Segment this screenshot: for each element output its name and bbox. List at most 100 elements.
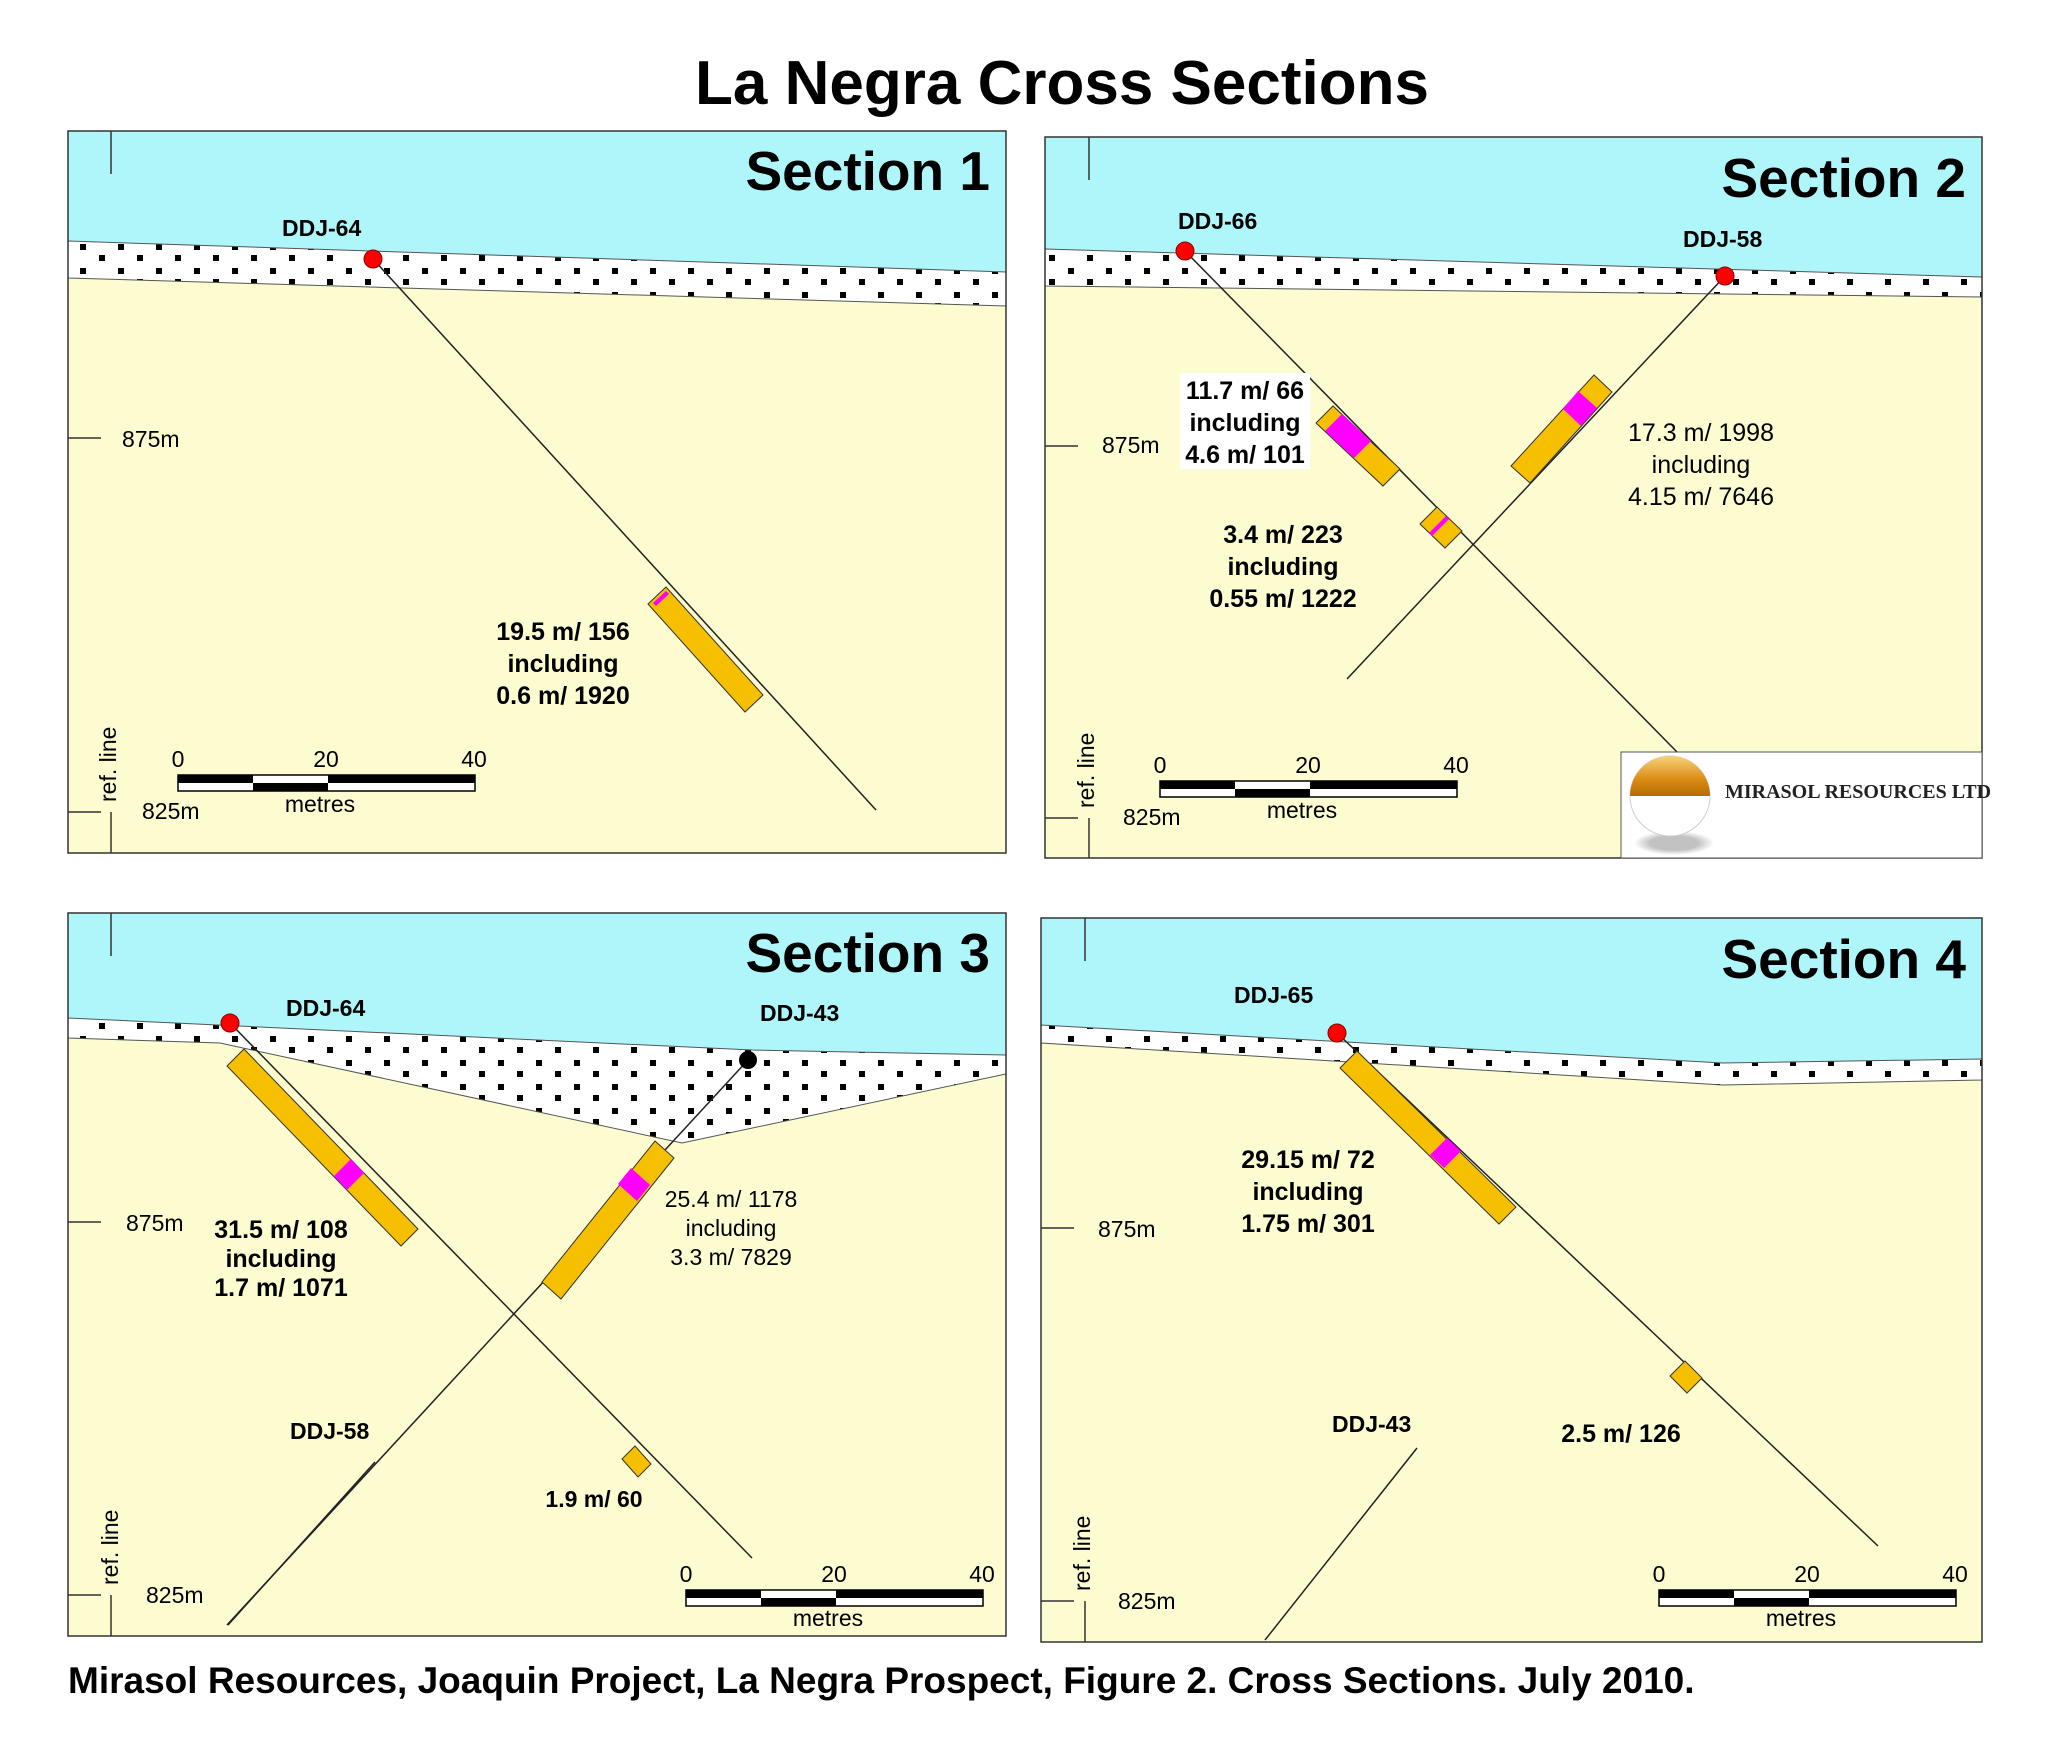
section-1-scale-20: 20 [313,746,339,772]
section-2-intercept-c-line1: 17.3 m/ 1998 [1628,419,1774,447]
section-1-panel: Section 1 DDJ-64 875m 825m ref. line 19.… [67,130,1007,854]
section-3-title: Section 3 [745,922,990,984]
section-2-scale-0: 0 [1154,752,1167,778]
section-4-scale-0: 0 [1653,1561,1666,1587]
section-1-elev-875-label: 875m [122,426,180,452]
section-2-hole-trace-ddj58 [1346,275,1726,680]
section-2-high-grade-interval-c [1563,391,1597,426]
section-3-scale-unit: metres [793,1605,863,1631]
section-4-air [1041,918,1982,1063]
section-2-intercept-b-line2: including [1227,553,1338,581]
section-4-elev-875-label: 875m [1098,1216,1156,1242]
section-1-ref-line-label: ref. line [95,727,121,802]
section-3-gravel-cover [67,1017,1007,1144]
section-4-collar-ddj65 [1327,1023,1347,1043]
section-1-title: Section 1 [745,140,990,202]
figure-caption: Mirasol Resources, Joaquin Project, La N… [68,1660,1695,1701]
section-4-high-grade-interval-a [1430,1138,1461,1168]
section-4-mineralized-interval-b [1669,1360,1703,1394]
section-2-hole-trace-ddj66 [1184,250,1678,753]
section-3-scale-40: 40 [969,1561,995,1587]
section-3-elev-825-label: 825m [146,1582,204,1608]
section-3-hole-trace-ddj64 [229,1022,753,1559]
section-3-hole-label-ddj43: DDJ-43 [760,1000,839,1026]
section-4-title: Section 4 [1721,928,1966,990]
logo-text: MIRASOL RESOURCES LTD [1725,781,1991,803]
section-3-frame [67,912,1007,1637]
section-4-ref-line-label: ref. line [1069,1516,1095,1591]
figure-title: La Negra Cross Sections [695,49,1429,118]
section-3-hole-label-ddj64: DDJ-64 [286,995,365,1021]
section-2-collar-ddj58 [1715,266,1735,286]
section-3-collar-ddj64 [220,1013,240,1033]
section-4-intercept-a-line2: including [1252,1178,1363,1206]
section-4-frame [1040,917,1983,1643]
section-2-intercept-a-line3: 4.6 m/ 101 [1185,441,1305,469]
section-2-intercept-label-b: 3.4 m/ 223 including 0.55 m/ 1222 [1209,521,1356,613]
section-2-mineralized-interval-b [1419,506,1463,549]
section-4-hole-trace-ddj43 [1264,1447,1418,1641]
section-4-intercept-label-b: 2.5 m/ 126 [1561,1420,1681,1448]
section-1-scale-unit: metres [285,791,355,817]
section-2-high-grade-interval-a [1325,414,1371,458]
section-2-intercept-c-line3: 4.15 m/ 7646 [1628,483,1774,511]
logo-shadow [1634,831,1714,855]
section-1-high-grade-interval [653,591,669,606]
section-4-scale-20: 20 [1794,1561,1820,1587]
section-4-scale-bar: 0 20 40 metres [1653,1561,1968,1631]
section-2-panel: Section 2 DDJ-66 DDJ-58 875m 825m ref. l… [1044,136,1991,859]
section-4-elev-825-label: 825m [1118,1588,1176,1614]
section-1-scale-0: 0 [172,746,185,772]
section-1-intercept-line1: 19.5 m/ 156 [496,618,629,646]
section-3-intercept-b-line1: 25.4 m/ 1178 [665,1186,798,1212]
section-2-intercept-label-a: 11.7 m/ 66 including 4.6 m/ 101 [1180,373,1310,469]
section-1-intercept-line3: 0.6 m/ 1920 [496,682,629,710]
section-4-scale-40: 40 [1942,1561,1968,1587]
section-3-intercept-a-line1: 31.5 m/ 108 [214,1216,348,1244]
section-2-intercept-a-line2: including [1189,409,1300,437]
section-3-intercept-b-line3: 3.3 m/ 7829 [670,1244,791,1270]
section-3-intercept-a-line2: including [225,1245,336,1273]
section-2-intercept-a-line1: 11.7 m/ 66 [1186,377,1304,405]
section-2-hole-label-ddj66: DDJ-66 [1178,208,1257,234]
section-2-air [1045,137,1982,277]
section-2-intercept-b-line3: 0.55 m/ 1222 [1209,585,1356,613]
section-3-panel: Section 3 DDJ-64 DDJ-43 DDJ-58 875m 825m… [67,912,1007,1637]
section-2-scale-20: 20 [1295,752,1321,778]
section-1-scale-bar: 0 20 40 metres [172,746,487,817]
section-1-frame [67,130,1007,854]
section-2-elev-875-label: 875m [1102,432,1160,458]
section-2-high-grade-interval-b [1429,516,1449,536]
section-4-hole-label-ddj65: DDJ-65 [1234,982,1313,1008]
section-1-collar-marker [363,249,383,269]
section-1-intercept-label: 19.5 m/ 156 including 0.6 m/ 1920 [496,618,629,710]
section-2-intercept-label-c: 17.3 m/ 1998 including 4.15 m/ 7646 [1628,419,1774,511]
section-3-intercept-b-line2: including [686,1215,777,1241]
section-3-intercept-label-c: 1.9 m/ 60 [545,1486,642,1512]
section-3-ddj58-trace [227,1461,376,1626]
section-4-mineralized-interval-a [1339,1050,1517,1225]
section-3-scale-0: 0 [680,1561,693,1587]
section-3-scale-bar: 0 20 40 metres [680,1561,995,1631]
section-3-high-grade-interval-a [334,1159,364,1190]
section-2-scale-bar: 0 20 40 metres [1154,752,1469,823]
section-3-intercept-label-a: 31.5 m/ 108 including 1.7 m/ 1071 [214,1216,348,1302]
logo-sun-icon [1630,756,1710,796]
section-2-hole-label-ddj58: DDJ-58 [1683,226,1762,252]
section-2-collar-ddj66 [1175,241,1195,261]
section-4-intercept-a-line3: 1.75 m/ 301 [1241,1210,1375,1238]
section-1-hole-trace [372,258,877,811]
section-3-mineralized-interval-b [621,1445,652,1478]
section-4-intercept-label-a: 29.15 m/ 72 including 1.75 m/ 301 [1241,1146,1375,1238]
section-1-intercept-line2: including [507,650,618,678]
section-1-elev-825-label: 825m [142,798,200,824]
section-3-intercept-label-b: 25.4 m/ 1178 including 3.3 m/ 7829 [665,1186,798,1270]
section-3-scale-20: 20 [821,1561,847,1587]
section-2-title: Section 2 [1721,147,1966,209]
section-2-ref-line-label: ref. line [1073,733,1099,808]
section-4-hole-label-ddj43: DDJ-43 [1332,1411,1411,1437]
section-4-intercept-a-line1: 29.15 m/ 72 [1241,1146,1374,1174]
section-4-scale-unit: metres [1766,1605,1836,1631]
section-2-elev-825-label: 825m [1123,804,1181,830]
